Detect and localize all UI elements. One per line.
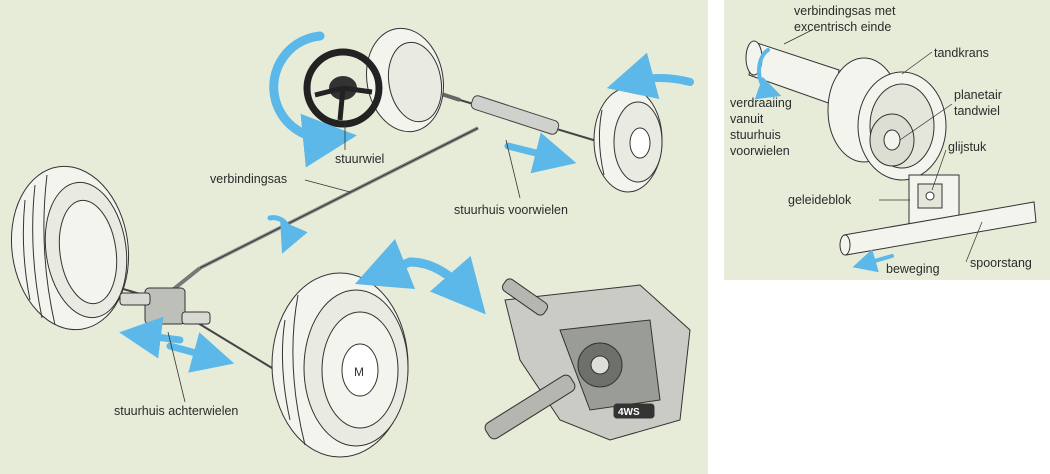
main-diagram-panel: M [0,0,708,474]
blue-motion-arrows [119,31,694,373]
gearbox-badge: 4WS [618,407,640,418]
label-rotation-2: vanuit [730,112,764,126]
label-movement: beweging [886,262,940,276]
main-diagram-drawing: M [10,27,694,458]
label-steering-wheel: stuurwiel [333,152,387,167]
label-eccentric-shaft-2: excentrisch einde [794,20,892,34]
connecting-shaft [199,126,479,270]
detail-blue-arrows [754,48,894,273]
label-planet-gear-2: tandwiel [954,104,1000,118]
label-rotation-4: voorwielen [730,144,790,158]
detail-leader-lines [783,29,983,263]
front-right-tire [593,87,663,193]
front-left-tire [366,27,444,133]
svg-text:M: M [354,365,364,379]
leader-lines [167,124,521,403]
gearbox-cutaway [484,278,691,441]
label-guide-block: geleideblok [788,193,852,207]
label-rotation-1: verdraaiing [730,96,792,110]
planet-gear [869,113,915,167]
label-slider: glijstuk [948,140,987,154]
rear-left-tire [10,165,130,331]
detail-diagram-panel: verbindingsas met excentrisch einde tand… [724,0,1050,280]
label-rear-steering-box: stuurhuis achterwielen [112,404,241,419]
label-planet-gear-1: planetair [954,88,1002,102]
label-connecting-shaft: verbindingsas [210,172,288,186]
label-ring-gear: tandkrans [934,46,989,60]
rear-steering-box [119,287,211,325]
label-track-rod: spoorstang [970,256,1032,270]
detail-diagram-drawing [745,29,1037,273]
label-rotation-3: stuurhuis [730,128,781,142]
steering-wheel [303,48,383,128]
rear-right-tire: M [271,272,409,458]
eccentric-shaft [745,40,840,106]
label-eccentric-shaft-1: verbindingsas met [794,4,896,18]
label-front-steering-box: stuurhuis voorwielen [454,203,568,217]
track-rod [839,201,1037,256]
